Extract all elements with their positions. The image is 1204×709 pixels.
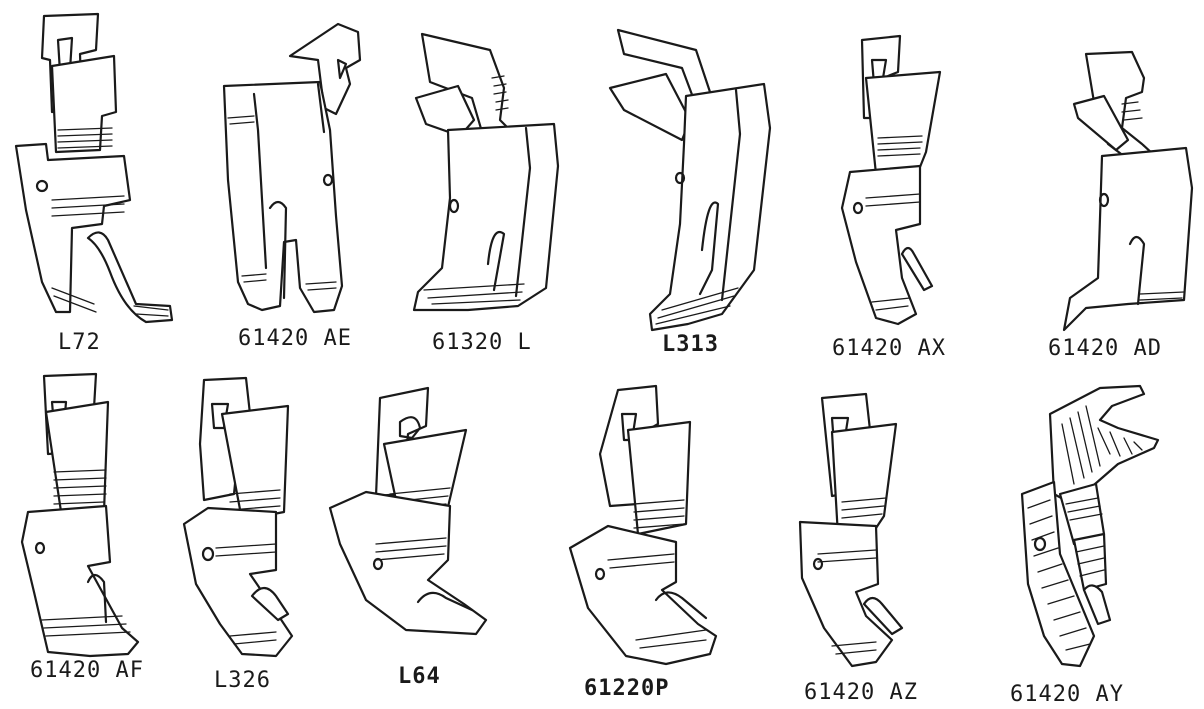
presser-foot-icon bbox=[1062, 50, 1194, 332]
part-label: 61420 AX bbox=[832, 336, 946, 361]
part-label: 61420 AZ bbox=[804, 680, 918, 705]
presser-foot-61320-l bbox=[408, 28, 568, 318]
presser-foot-61420-ae bbox=[218, 20, 378, 320]
presser-foot-icon bbox=[222, 22, 362, 314]
part-label: 61420 AE bbox=[238, 326, 352, 351]
presser-foot-icon bbox=[328, 386, 488, 636]
presser-foot-icon bbox=[412, 32, 560, 312]
presser-foot-icon bbox=[608, 28, 772, 332]
presser-foot-l326 bbox=[180, 374, 310, 664]
presser-foot-icon bbox=[20, 372, 140, 658]
part-label: L326 bbox=[214, 668, 271, 693]
part-label: L313 bbox=[662, 332, 719, 357]
presser-foot-61420-az bbox=[792, 392, 922, 672]
part-label: L72 bbox=[58, 330, 101, 355]
part-label: 61420 AY bbox=[1010, 682, 1124, 707]
presser-foot-icon bbox=[182, 376, 294, 658]
presser-foot-61220p bbox=[566, 384, 726, 674]
presser-foot-61420-ax bbox=[836, 32, 956, 332]
part-label: L64 bbox=[398, 664, 441, 689]
part-label: 61320 L bbox=[432, 330, 532, 355]
part-label: 61220P bbox=[584, 676, 670, 701]
presser-foot-icon bbox=[798, 392, 904, 668]
presser-foot-61420-ay bbox=[1014, 384, 1164, 674]
part-label: 61420 AD bbox=[1048, 336, 1162, 361]
presser-foot-icon bbox=[568, 384, 718, 666]
presser-foot-icon bbox=[1020, 384, 1160, 668]
part-label: 61420 AF bbox=[30, 658, 144, 683]
presser-foot-l313 bbox=[604, 24, 774, 334]
presser-foot-l64 bbox=[326, 384, 496, 644]
presser-foot-61420-af bbox=[18, 372, 148, 662]
presser-foot-61420-ad bbox=[1058, 48, 1204, 338]
presser-foot-l72 bbox=[12, 10, 182, 328]
presser-foot-icon bbox=[840, 34, 942, 326]
presser-foot-icon bbox=[14, 12, 174, 324]
